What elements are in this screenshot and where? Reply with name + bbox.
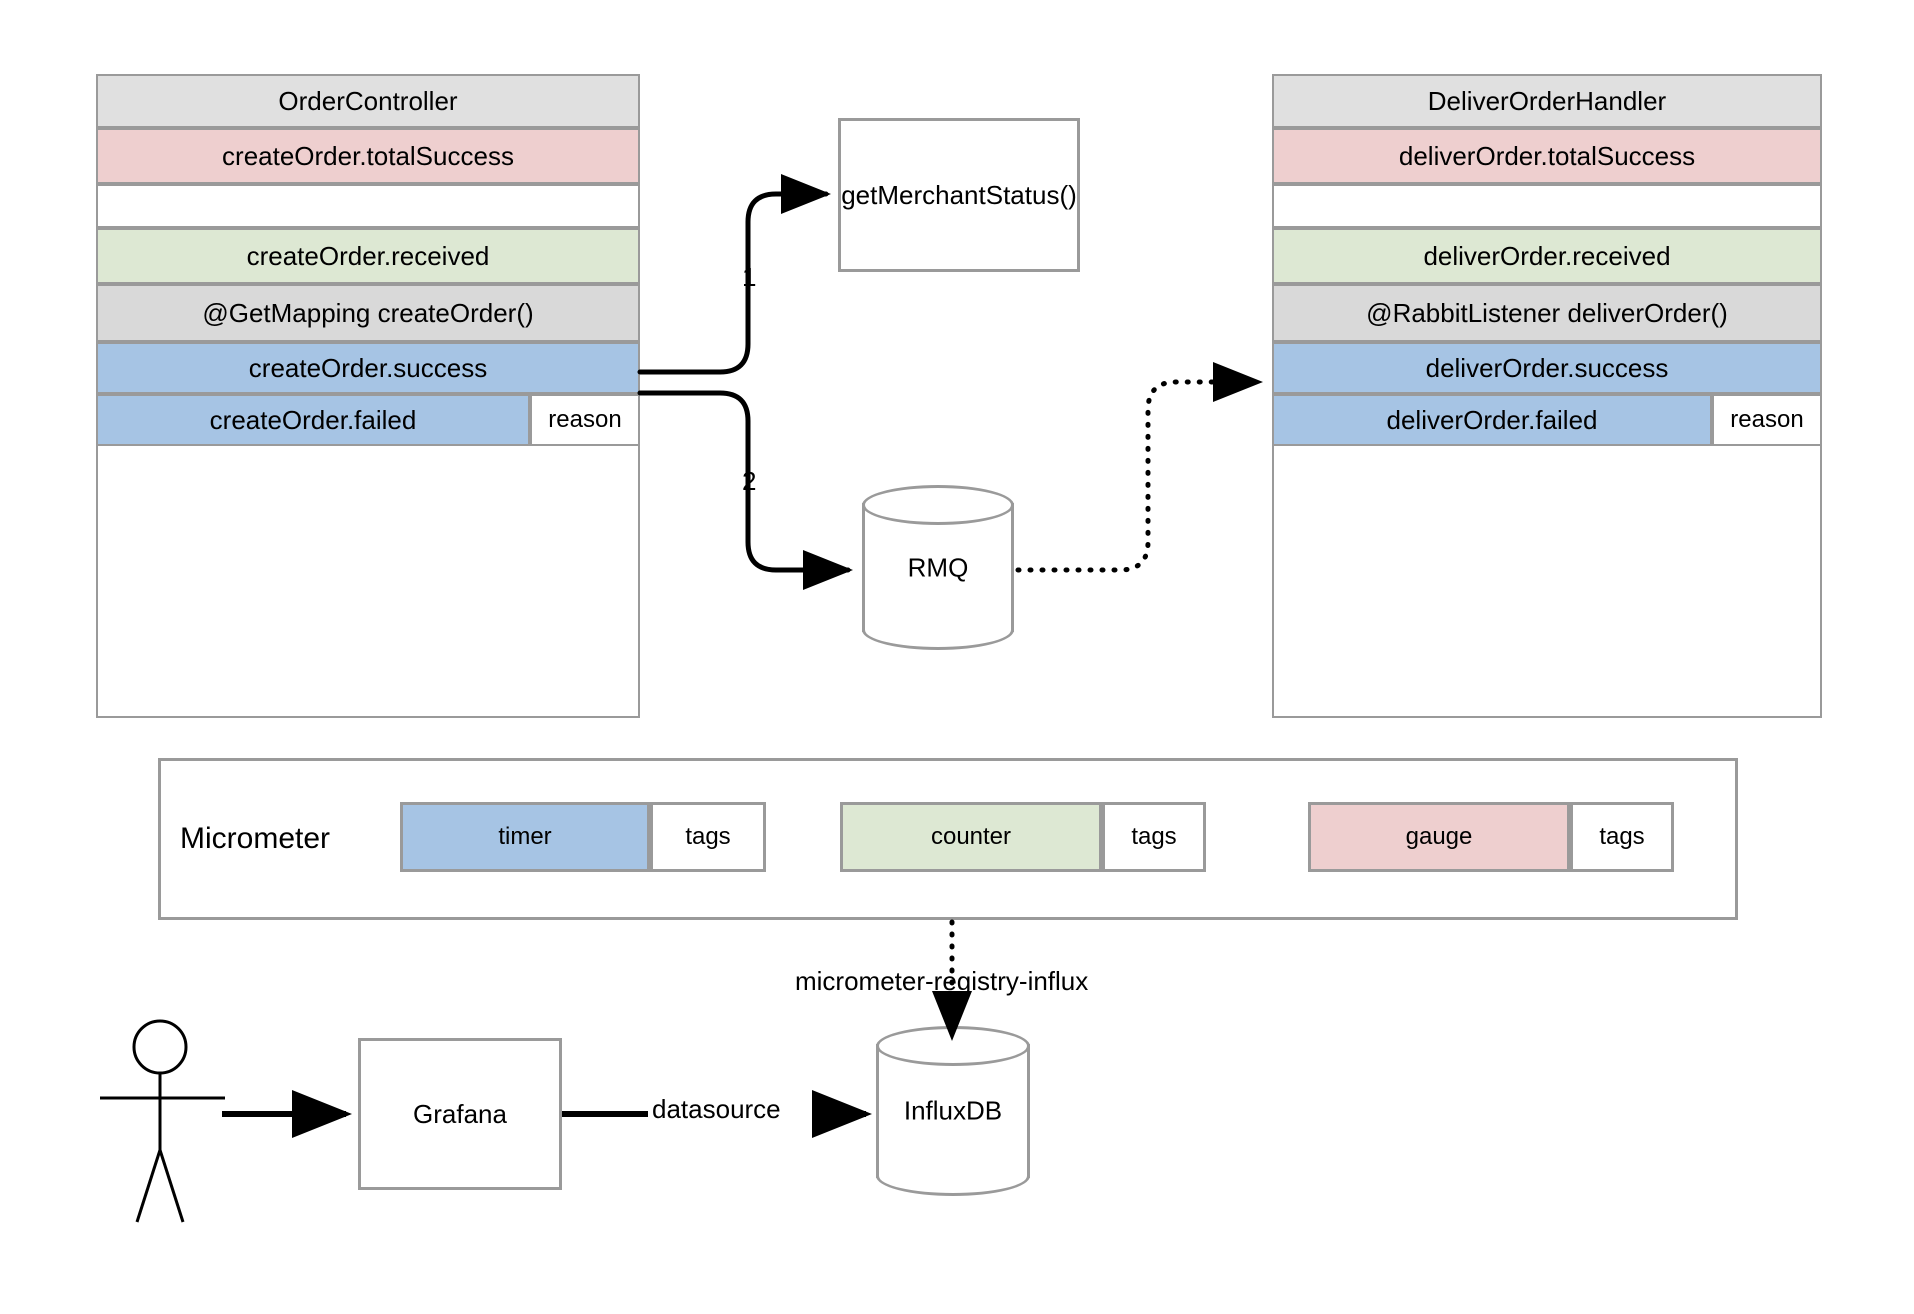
deliver-order-failed-label: deliverOrder.failed (1386, 404, 1598, 435)
deliver-order-success-label: deliverOrder.success (1425, 352, 1669, 383)
create-order-success-row: createOrder.success (96, 342, 640, 394)
influxdb-cylinder-top (876, 1026, 1030, 1066)
create-order-received-row: createOrder.received (96, 228, 640, 284)
actor-left-leg-line (135, 1149, 162, 1223)
deliver-order-received-label: deliverOrder.received (1423, 240, 1671, 271)
rmq-cylinder-top (862, 485, 1014, 525)
deliver-order-received-row: deliverOrder.received (1272, 228, 1822, 284)
deliver-order-handler-title: DeliverOrderHandler (1272, 74, 1822, 128)
create-order-total-success-row: createOrder.totalSuccess (96, 128, 640, 184)
datasource-edge-label: datasource (652, 1094, 781, 1125)
influxdb-cylinder: InfluxDB (876, 1026, 1030, 1196)
counter-tags-label: tags (1131, 823, 1177, 850)
gauge-name-label: gauge (1405, 823, 1473, 850)
gauge-tags-label: tags (1599, 823, 1645, 850)
order-controller-title-label: OrderController (278, 85, 458, 116)
rmq-label: RMQ (907, 552, 969, 582)
deliver-order-total-success-label: deliverOrder.totalSuccess (1398, 140, 1696, 171)
deliver-order-failed-reason-tag: reason (1712, 394, 1822, 446)
create-order-method-label: @GetMapping createOrder() (202, 297, 534, 328)
create-order-received-label: createOrder.received (246, 240, 490, 271)
create-order-failed-reason-label: reason (548, 406, 622, 433)
create-order-failed-row: createOrder.failed reason (96, 394, 640, 446)
timer-tags-label: tags (685, 823, 731, 850)
micrometer-title-label: Micrometer (180, 822, 331, 855)
micrometer-metric-counter: counter tags (840, 802, 1206, 872)
deliver-order-method-label: @RabbitListener deliverOrder() (1366, 297, 1728, 328)
edge-label-two: 2 (742, 466, 757, 497)
deliver-order-failed-row: deliverOrder.failed reason (1272, 394, 1822, 446)
edge-create-order-to-merchant (637, 174, 831, 375)
edge-label-one-text: 1 (742, 262, 757, 292)
influxdb-cylinder-body (876, 1044, 1030, 1178)
timer-name-label: timer (498, 823, 552, 850)
get-merchant-status-label: getMerchantStatus() (841, 179, 1077, 210)
micrometer-title: Micrometer (180, 822, 440, 856)
order-controller-title: OrderController (96, 74, 640, 128)
gauge-tags-box: tags (1570, 802, 1674, 872)
timer-tags-box: tags (650, 802, 766, 872)
create-order-failed-main: createOrder.failed (96, 394, 530, 446)
actor-stick-figure (100, 1019, 225, 1223)
datasource-edge-label-text: datasource (652, 1094, 781, 1124)
deliver-order-failed-main: deliverOrder.failed (1272, 394, 1712, 446)
micrometer-metric-gauge: gauge tags (1308, 802, 1674, 872)
deliver-order-method-row: @RabbitListener deliverOrder() (1272, 284, 1822, 342)
counter-name-label: counter (930, 823, 1012, 850)
deliver-order-spacer-row (1272, 184, 1822, 228)
counter-tags-box: tags (1102, 802, 1206, 872)
get-merchant-status-box: getMerchantStatus() (838, 118, 1080, 272)
order-controller-spacer-row (96, 184, 640, 228)
create-order-failed-label: createOrder.failed (209, 404, 417, 435)
timer-name-box: timer (400, 802, 650, 872)
edge-label-one: 1 (742, 262, 757, 293)
create-order-method-row: @GetMapping createOrder() (96, 284, 640, 342)
deliver-order-handler-title-label: DeliverOrderHandler (1427, 85, 1667, 116)
edge-rmq-to-deliver-order (1015, 362, 1263, 573)
counter-name-box: counter (840, 802, 1102, 872)
deliver-order-success-row: deliverOrder.success (1272, 342, 1822, 394)
rmq-cylinder: RMQ (862, 485, 1014, 650)
registry-edge-label-text: micrometer-registry-influx (795, 966, 1089, 996)
create-order-total-success-label: createOrder.totalSuccess (222, 140, 514, 171)
deliver-order-total-success-row: deliverOrder.totalSuccess (1272, 128, 1822, 184)
gauge-name-box: gauge (1308, 802, 1570, 872)
micrometer-metric-timer: timer tags (400, 802, 766, 872)
influxdb-label: InfluxDB (903, 1095, 1003, 1126)
grafana-label: Grafana (413, 1098, 507, 1129)
create-order-success-label: createOrder.success (248, 352, 488, 383)
actor-head-icon (132, 1019, 188, 1075)
deliver-order-failed-reason-label: reason (1730, 406, 1804, 433)
registry-edge-label: micrometer-registry-influx (795, 966, 1089, 997)
grafana-box: Grafana (358, 1038, 562, 1190)
actor-right-leg-line (158, 1149, 185, 1223)
edge-label-two-text: 2 (742, 466, 757, 496)
create-order-failed-reason-tag: reason (530, 394, 640, 446)
